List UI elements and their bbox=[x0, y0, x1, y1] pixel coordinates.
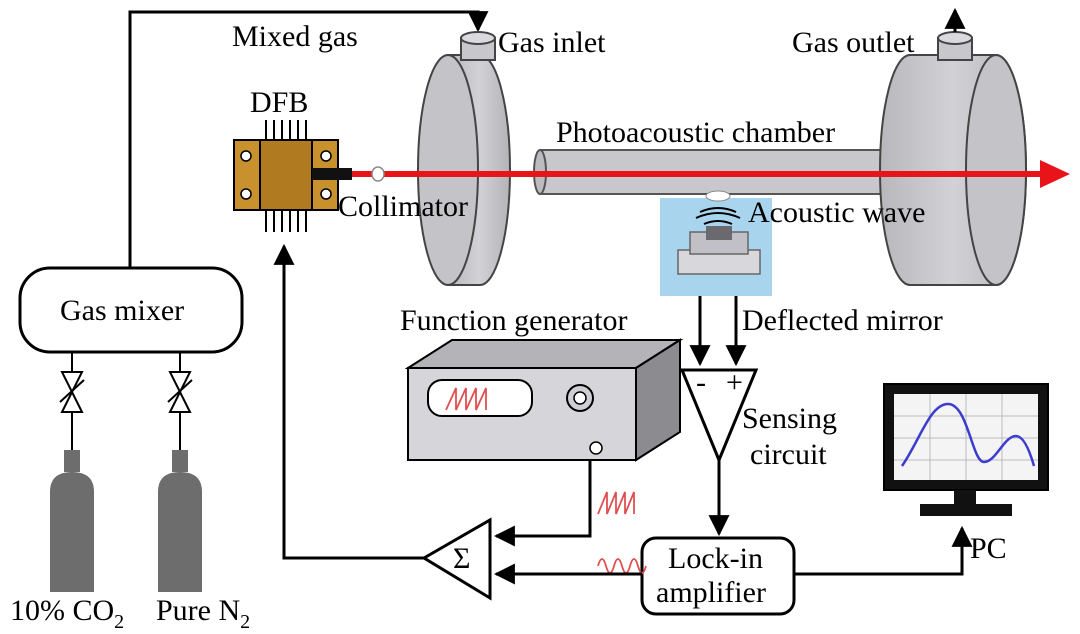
co2-cylinder bbox=[50, 450, 94, 592]
pc-signal-curve bbox=[900, 402, 1036, 467]
sum-symbol: Σ bbox=[453, 542, 470, 575]
acoustic-wave-label: Acoustic wave bbox=[748, 196, 925, 229]
gas-inlet-label: Gas inlet bbox=[498, 26, 606, 59]
chamber-right-drum bbox=[879, 54, 1027, 286]
n2-cylinder bbox=[158, 450, 202, 592]
acoustic-wave-icon bbox=[695, 207, 741, 225]
lockin-label-2: amplifier bbox=[656, 576, 766, 609]
n2-label: Pure N2 bbox=[156, 594, 250, 633]
lockin-to-pc-arrow bbox=[794, 525, 973, 576]
sensing-plus: + bbox=[726, 366, 743, 399]
collimator-label: Collimator bbox=[338, 190, 468, 223]
gas-mixer-label: Gas mixer bbox=[60, 294, 184, 327]
n2-label-main: Pure N bbox=[156, 594, 240, 627]
sensing-circuit bbox=[679, 368, 759, 464]
co2-label: 10% CO2 bbox=[10, 594, 124, 633]
pc-label: PC bbox=[970, 532, 1007, 565]
pc-monitor bbox=[883, 383, 1049, 516]
function-generator-label: Function generator bbox=[400, 304, 627, 337]
lockin-amplifier-box bbox=[640, 536, 796, 616]
sensing-circuit-label-2: circuit bbox=[750, 438, 827, 471]
gas-inlet-port bbox=[460, 31, 496, 61]
mixed-gas-line bbox=[128, 10, 489, 268]
mixed-gas-label: Mixed gas bbox=[232, 20, 358, 53]
acoustic-sensor bbox=[660, 190, 772, 296]
sensing-circuit-label-1: Sensing bbox=[742, 402, 837, 435]
sum-to-dfb-arrow bbox=[273, 243, 424, 560]
sawtooth-display-icon bbox=[445, 387, 487, 411]
function-generator bbox=[404, 338, 684, 462]
sensing-minus: - bbox=[696, 366, 706, 399]
chamber-left-drum bbox=[417, 54, 511, 286]
lockin-label-1: Lock-in bbox=[668, 542, 763, 575]
dfb-label: DFB bbox=[250, 86, 308, 119]
generator-port-icon bbox=[589, 441, 603, 455]
n2-valve bbox=[167, 352, 193, 450]
summing-amplifier bbox=[421, 517, 492, 601]
deflected-mirror-label: Deflected mirror bbox=[742, 304, 943, 337]
gas-outlet-label: Gas outlet bbox=[792, 26, 915, 59]
reference-sine-icon bbox=[597, 558, 647, 574]
co2-label-sub: 2 bbox=[114, 611, 124, 633]
sawtooth-signal-icon bbox=[597, 491, 635, 515]
laser-beam bbox=[338, 160, 1070, 188]
n2-label-sub: 2 bbox=[240, 611, 250, 633]
photoacoustic-chamber-label: Photoacoustic chamber bbox=[556, 116, 835, 149]
dfb-laser bbox=[233, 120, 385, 232]
co2-label-main: 10% CO bbox=[10, 594, 114, 627]
mirror-to-circuit-arrows bbox=[689, 296, 747, 367]
gas-mixer-box bbox=[18, 266, 244, 354]
co2-valve bbox=[59, 352, 85, 450]
gas-outlet-port bbox=[937, 7, 973, 61]
generator-to-sum-arrow bbox=[493, 460, 592, 547]
